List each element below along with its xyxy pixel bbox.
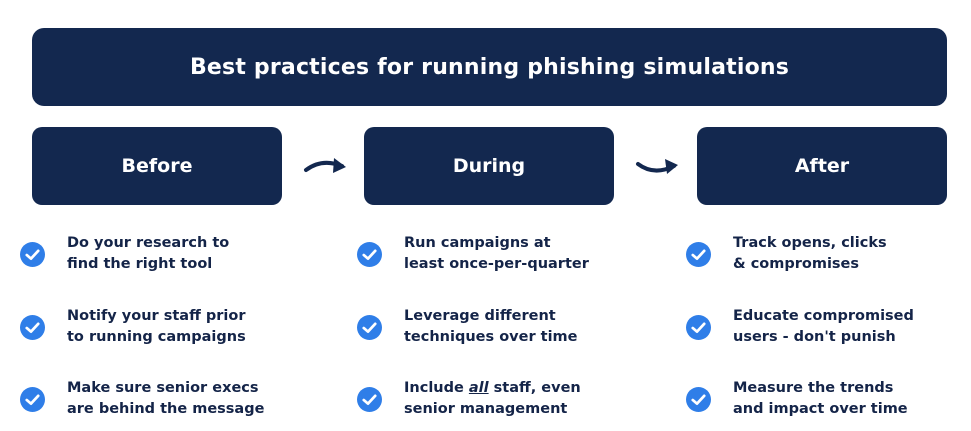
list-item-text: Leverage different techniques over time — [404, 308, 578, 345]
list-item-text: Include all staff, even senior managemen… — [404, 380, 581, 417]
list-item-text: Do your research to find the right tool — [67, 235, 230, 272]
phase-box-before: Before — [32, 127, 282, 205]
check-circle-icon — [20, 241, 45, 267]
check-circle-icon — [686, 241, 711, 267]
list-item-text: Make sure senior execs are behind the me… — [67, 380, 265, 417]
check-circle-icon — [20, 314, 45, 340]
list-item: Do your research to find the right tool — [20, 233, 310, 275]
title-banner: Best practices for running phishing simu… — [32, 28, 947, 106]
list-item: Include all staff, even senior managemen… — [357, 378, 647, 420]
emphasis-all: all — [468, 380, 489, 396]
list-item: Make sure senior execs are behind the me… — [20, 378, 310, 420]
curved-arrow-right-icon — [304, 158, 346, 173]
check-circle-icon — [686, 386, 711, 412]
list-item: Track opens, clicks & compromises — [686, 233, 971, 275]
check-circle-icon — [357, 386, 382, 412]
check-circle-icon — [686, 314, 711, 340]
list-item-text: Notify your staff prior to running campa… — [67, 308, 246, 345]
phase-label-before: Before — [121, 155, 193, 177]
phase-label-after: After — [794, 155, 850, 177]
list-item-text: Measure the trends and impact over time — [733, 380, 908, 417]
curved-arrow-right-icon — [636, 159, 678, 174]
list-item-text: Track opens, clicks & compromises — [733, 235, 887, 272]
list-item: Run campaigns at least once-per-quarter — [357, 233, 647, 275]
check-circle-icon — [357, 241, 382, 267]
list-item-text: Run campaigns at least once-per-quarter — [404, 235, 589, 272]
list-item: Educate compromised users - don't punish — [686, 306, 971, 348]
check-circle-icon — [357, 314, 382, 340]
list-item-line: Include all staff, even — [404, 380, 581, 396]
list-item: Notify your staff prior to running campa… — [20, 306, 310, 348]
phase-box-during: During — [364, 127, 614, 205]
list-item: Measure the trends and impact over time — [686, 378, 971, 420]
phase-label-during: During — [452, 155, 526, 177]
diagram-title: Best practices for running phishing simu… — [189, 54, 790, 80]
phase-box-after: After — [697, 127, 947, 205]
check-circle-icon — [20, 386, 45, 412]
list-item: Leverage different techniques over time — [357, 306, 647, 348]
list-item-text: Educate compromised users - don't punish — [733, 308, 914, 345]
